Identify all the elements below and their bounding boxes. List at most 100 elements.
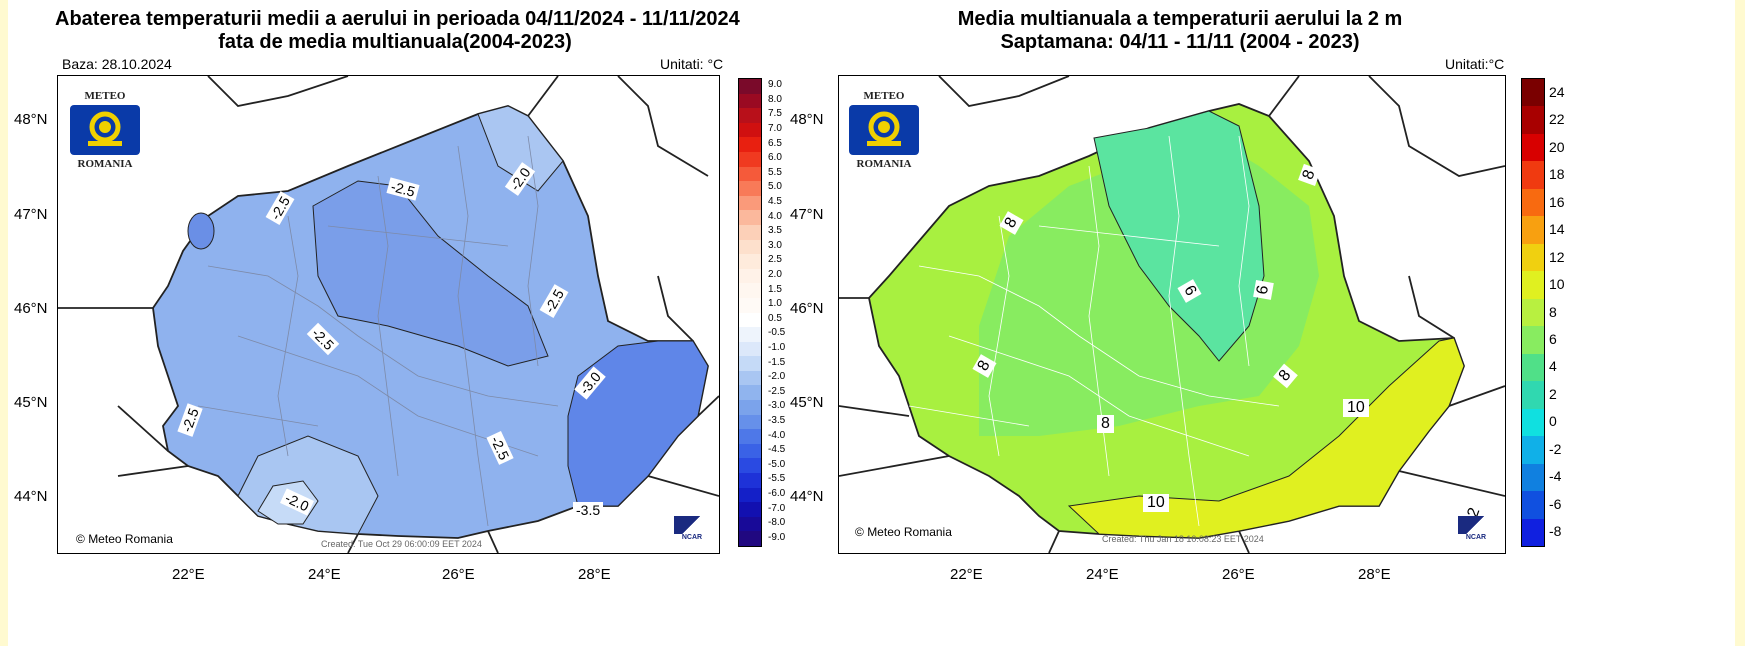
ncar-icon bbox=[674, 516, 708, 534]
colorbar-swatch bbox=[739, 312, 761, 328]
left-lat-tick: 45°N bbox=[14, 394, 48, 411]
colorbar-label: -4 bbox=[1549, 468, 1562, 485]
colorbar-swatch bbox=[739, 283, 761, 298]
colorbar-swatch bbox=[739, 239, 761, 255]
colorbar-label: -2 bbox=[1549, 440, 1562, 457]
left-base-label: Baza: 28.10.2024 bbox=[62, 56, 172, 72]
logo-top-text: METEO bbox=[84, 90, 126, 102]
colorbar-swatch bbox=[1522, 326, 1544, 354]
logo-bottom-text: ROMANIA bbox=[856, 158, 912, 170]
left-created: Created: Tue Oct 29 06:00:09 EET 2024 bbox=[321, 539, 482, 549]
right-credit-text: Meteo Romania bbox=[867, 525, 952, 539]
colorbar-swatch bbox=[1522, 381, 1544, 409]
colorbar-swatch bbox=[739, 181, 761, 196]
colorbar-label: 14 bbox=[1549, 221, 1565, 238]
colorbar-label: -3.0 bbox=[768, 400, 786, 412]
colorbar-swatch bbox=[739, 268, 761, 284]
right-band-10 bbox=[1067, 337, 1465, 539]
left-east-region bbox=[567, 340, 709, 507]
colorbar-label: 1.0 bbox=[768, 298, 782, 310]
left-map-svg bbox=[58, 76, 719, 553]
colorbar-label: 7.5 bbox=[768, 108, 782, 120]
left-lon-tick: 26°E bbox=[442, 566, 475, 583]
colorbar-swatch bbox=[739, 414, 761, 430]
colorbar-label: -1.0 bbox=[768, 341, 786, 353]
colorbar-label: 12 bbox=[1549, 248, 1565, 265]
colorbar-label: -8.0 bbox=[768, 517, 786, 529]
right-units-label: Unitati:°C bbox=[1445, 56, 1505, 72]
left-map-frame bbox=[57, 75, 720, 554]
left-colorbar bbox=[738, 78, 762, 547]
left-credit: © Meteo Romania bbox=[76, 532, 173, 546]
colorbar-swatch bbox=[739, 502, 761, 517]
colorbar-label: -7.0 bbox=[768, 502, 786, 514]
colorbar-label: 22 bbox=[1549, 111, 1565, 128]
right-contour-label: 8 bbox=[1097, 415, 1114, 433]
colorbar-swatch bbox=[739, 297, 761, 313]
colorbar-label: 3.0 bbox=[768, 239, 782, 251]
right-lat-tick: 47°N bbox=[790, 206, 824, 223]
colorbar-label: -4.5 bbox=[768, 444, 786, 456]
colorbar-swatch bbox=[1522, 188, 1544, 217]
colorbar-label: 5.5 bbox=[768, 166, 782, 178]
colorbar-label: 24 bbox=[1549, 83, 1565, 100]
colorbar-swatch bbox=[739, 195, 761, 211]
right-lat-tick: 45°N bbox=[790, 394, 824, 411]
ncar-text: NCAR bbox=[1465, 534, 1487, 541]
colorbar-label: 2 bbox=[1549, 385, 1557, 402]
colorbar-label: 4.5 bbox=[768, 196, 782, 208]
colorbar-label: -5.5 bbox=[768, 473, 786, 485]
ncar-text: NCAR bbox=[681, 534, 703, 541]
colorbar-label: 3.5 bbox=[768, 225, 782, 237]
colorbar-swatch bbox=[739, 487, 761, 503]
left-neighbor-borders bbox=[58, 76, 719, 553]
colorbar-label: 0 bbox=[1549, 413, 1557, 430]
colorbar-swatch bbox=[739, 210, 761, 225]
colorbar-swatch bbox=[739, 254, 761, 269]
colorbar-label: 16 bbox=[1549, 193, 1565, 210]
left-units-label: Unitati: °C bbox=[660, 56, 724, 72]
left-lon-tick: 28°E bbox=[578, 566, 611, 583]
left-meteo-logo: METEO ROMANIA bbox=[67, 90, 143, 170]
right-neighbor-borders bbox=[839, 76, 1505, 553]
colorbar-swatch bbox=[739, 370, 761, 386]
colorbar-label: 1.5 bbox=[768, 283, 782, 295]
colorbar-swatch bbox=[739, 429, 761, 444]
left-contour-label: -3.5 bbox=[573, 502, 604, 518]
logo-emblem-icon bbox=[70, 105, 140, 155]
colorbar-label: -6.0 bbox=[768, 487, 786, 499]
colorbar-swatch bbox=[1522, 216, 1544, 244]
colorbar-label: 0.5 bbox=[768, 312, 782, 324]
colorbar-swatch bbox=[1522, 243, 1544, 272]
colorbar-swatch bbox=[739, 443, 761, 459]
right-ncar-logo: NCAR bbox=[1458, 516, 1494, 544]
right-edge bbox=[1735, 0, 1745, 646]
left-title-line2: fata de media multianuala(2004-2023) bbox=[218, 31, 572, 53]
colorbar-label: -9.0 bbox=[768, 531, 786, 543]
colorbar-swatch bbox=[1522, 408, 1544, 437]
colorbar-swatch bbox=[1522, 161, 1544, 189]
colorbar-label: 4.0 bbox=[768, 210, 782, 222]
ncar-icon bbox=[1458, 516, 1492, 534]
colorbar-label: 6.5 bbox=[768, 137, 782, 149]
right-contour-label: 6 bbox=[1253, 280, 1274, 300]
copyright-icon: © bbox=[76, 532, 85, 546]
colorbar-swatch bbox=[739, 151, 761, 167]
right-lat-tick: 44°N bbox=[790, 488, 824, 505]
left-lat-tick: 47°N bbox=[14, 206, 48, 223]
right-lon-tick: 28°E bbox=[1358, 566, 1391, 583]
right-lat-tick: 48°N bbox=[790, 111, 824, 128]
left-lat-tick: 44°N bbox=[14, 488, 48, 505]
right-contour-label: 10 bbox=[1143, 494, 1169, 512]
right-title-line1: Media multianuala a temperaturii aerului… bbox=[957, 8, 1403, 30]
colorbar-label: -8 bbox=[1549, 523, 1562, 540]
colorbar-label: -6 bbox=[1549, 495, 1562, 512]
right-colorbar bbox=[1521, 78, 1545, 547]
colorbar-label: -3.5 bbox=[768, 414, 786, 426]
colorbar-label: 2.5 bbox=[768, 254, 782, 266]
right-map-frame bbox=[838, 75, 1506, 554]
logo-bottom-text: ROMANIA bbox=[77, 158, 133, 170]
colorbar-swatch bbox=[739, 166, 761, 182]
copyright-icon: © bbox=[855, 525, 864, 539]
colorbar-label: -0.5 bbox=[768, 327, 786, 339]
